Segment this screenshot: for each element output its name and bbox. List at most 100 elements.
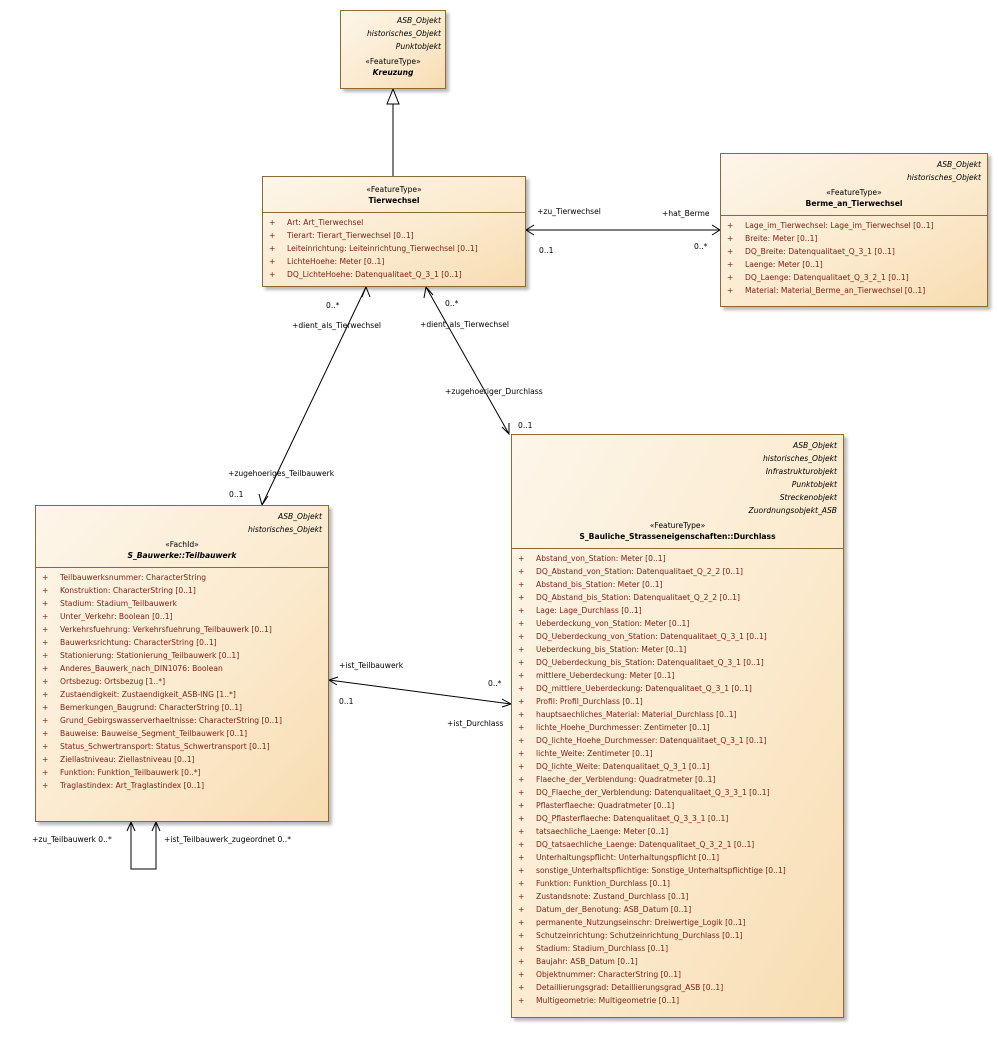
tag: ASB_Objekt — [793, 441, 837, 450]
attribute-text: DQ_mittlere_Ueberdeckung: Datenqualitaet… — [536, 684, 752, 693]
class-stereotype: «FeatureType» — [366, 185, 422, 194]
attribute-row: +Lage_im_Tierwechsel: Lage_im_Tierwechse… — [727, 219, 981, 232]
visibility-public-icon: + — [42, 612, 49, 621]
attribute-text: Ortsbezug: Ortsbezug [1..*] — [60, 677, 166, 686]
attribute-row: +Objektnummer: CharacterString [0..1] — [518, 968, 837, 981]
class-name: Tierwechsel — [368, 196, 420, 205]
attribute-text: Abstand_bis_Station: Meter [0..1] — [536, 580, 663, 589]
attribute-row: +DQ_lichte_Weite: Datenqualitaet_Q_3_1 [… — [518, 760, 837, 773]
attribute-row: +hauptsaechliches_Material: Material_Dur… — [518, 708, 837, 721]
class-stereotype: «FeatureType» — [365, 57, 421, 66]
multiplicity: 0..* — [445, 299, 459, 308]
attribute-row: +Baujahr: ASB_Datum [0..1] — [518, 955, 837, 968]
attribute-text: Unter_Verkehr: Boolean [0..1] — [60, 612, 173, 621]
attribute-text: Multigeometrie: Multigeometrie [0..1] — [536, 996, 680, 1005]
visibility-public-icon: + — [518, 788, 525, 797]
attribute-row: +Verkehrsfuehrung: Verkehrsfuehrung_Teil… — [42, 623, 322, 636]
attribute-text: DQ_Laenge: Datenqualitaet_Q_3_2_1 [0..1] — [745, 273, 909, 282]
attribute-text: Verkehrsfuehrung: Verkehrsfuehrung_Teilb… — [60, 625, 272, 634]
arrowhead-to-durchlass — [501, 423, 510, 436]
visibility-public-icon: + — [518, 645, 525, 654]
attribute-row: +Ortsbezug: Ortsbezug [1..*] — [42, 675, 322, 688]
tag: ASB_Objekt — [937, 160, 981, 169]
visibility-public-icon: + — [269, 270, 276, 279]
role-hat-berme: +hat_Berme — [662, 209, 710, 218]
attribute-row: +Funktion: Funktion_Durchlass [0..1] — [518, 877, 837, 890]
tag: ASB_Objekt — [397, 16, 441, 25]
tag: historisches_Objekt — [762, 454, 837, 463]
visibility-public-icon: + — [518, 658, 525, 667]
tag: Streckenobjekt — [779, 493, 837, 502]
class-name: Berme_an_Tierwechsel — [805, 199, 903, 208]
attribute-text: Stadium: Stadium_Teilbauwerk — [60, 599, 177, 608]
visibility-public-icon: + — [269, 257, 276, 266]
class-name: Kreuzung — [372, 68, 414, 77]
arrowhead-to-tierwechsel-2 — [423, 285, 434, 299]
attribute-text: Baujahr: ASB_Datum [0..1] — [536, 957, 638, 966]
class-durchlass[interactable]: ASB_Objekt historisches_Objekt Infrastru… — [511, 434, 844, 1018]
visibility-public-icon: + — [727, 260, 734, 269]
attribute-text: Ziellastniveau: Ziellastniveau [0..1] — [60, 755, 195, 764]
class-berme-an-tierwechsel[interactable]: ASB_Objekt historisches_Objekt «FeatureT… — [720, 153, 988, 307]
visibility-public-icon: + — [42, 573, 49, 582]
attribute-row: + DQ_Ueberdeckung_bis_Station: Datenquali… — [518, 656, 837, 669]
visibility-public-icon: + — [518, 775, 525, 784]
attribute-row: +DQ_Abstand_von_Station: Datenqualitaet_… — [518, 565, 837, 578]
attribute-text: DQ_Ueberdeckung_bis_Station: Datenqualit… — [536, 658, 764, 667]
visibility-public-icon: + — [518, 840, 525, 849]
attribute-text: lichte_Hoehe_Durchmesser: Zentimeter [0.… — [536, 723, 710, 732]
attribute-row: + Pflasterflaeche: Quadratmeter [0..1] — [518, 799, 837, 812]
visibility-public-icon: + — [518, 801, 525, 810]
attribute-row: +DQ_lichte_Hoehe_Durchmesser: Datenquali… — [518, 734, 837, 747]
attribute-row: +Detaillierungsgrad: Detaillierungsgrad_… — [518, 981, 837, 994]
class-tierwechsel[interactable]: «FeatureType» Tierwechsel +Art: Art_Tier… — [262, 176, 526, 287]
role-dient-als-tierwechsel: +dient_als_Tierwechsel — [420, 320, 509, 329]
attribute-row: + Ziellastniveau: Ziellastniveau [0..1] — [42, 753, 322, 766]
multiplicity: 0..1 — [229, 490, 244, 499]
attribute-row: +Funktion: Funktion_Teilbauwerk [0..*] — [42, 766, 322, 779]
attribute-row: +Multigeometrie: Multigeometrie [0..1] — [518, 994, 837, 1007]
attribute-row: +DQ_Breite: Datenqualitaet_Q_3_1 [0..1] — [727, 245, 981, 258]
attribute-row: +mittlere_Ueberdeckung: Meter [0..1] — [518, 669, 837, 682]
attribute-text: sonstige_Unterhaltspflichtige: Sonstige_… — [536, 866, 786, 875]
attribute-row: +lichte_Weite: Zentimeter [0..1] — [518, 747, 837, 760]
attribute-text: Bemerkungen_Baugrund: CharacterString [0… — [60, 703, 242, 712]
attribute-row: +Flaeche_der_Verblendung: Quadratmeter [… — [518, 773, 837, 786]
visibility-public-icon: + — [518, 736, 525, 745]
attribute-row: +Ueberdeckung_bis_Station: Meter [0..1] — [518, 643, 837, 656]
multiplicity: 0..* — [326, 301, 340, 310]
attribute-text: Art: Art_Tierwechsel — [287, 218, 364, 227]
visibility-public-icon: + — [518, 983, 525, 992]
attribute-text: Schutzeinrichtung: Schutzeinrichtung_Dur… — [536, 931, 743, 940]
attribute-row: +Teilbauwerksnummer: CharacterString — [42, 571, 322, 584]
attribute-list: +Art: Art_Tierwechsel+Tierart: Tierart_T… — [263, 213, 525, 284]
visibility-public-icon: + — [518, 853, 525, 862]
visibility-public-icon: + — [518, 554, 525, 563]
self-arrowhead-left — [126, 820, 136, 832]
attribute-text: DQ_Breite: Datenqualitaet_Q_3_1 [0..1] — [745, 247, 895, 256]
class-teilbauwerk[interactable]: ASB_Objekt historisches_Objekt «FachId» … — [35, 505, 329, 822]
visibility-public-icon: + — [42, 755, 49, 764]
attribute-text: DQ_LichteHoehe: Datenqualitaet_Q_3_1 [0.… — [287, 270, 462, 279]
visibility-public-icon: + — [42, 690, 49, 699]
attribute-text: Pflasterflaeche: Quadratmeter [0..1] — [536, 801, 675, 810]
arrowhead-to-teilbauwerk-2 — [327, 676, 339, 686]
visibility-public-icon: + — [42, 716, 49, 725]
attribute-text: Anderes_Bauwerk_nach_DIN1076: Boolean — [60, 664, 223, 673]
attribute-row: +LichteHoehe: Meter [0..1] — [269, 255, 519, 268]
visibility-public-icon: + — [42, 664, 49, 673]
tag: historisches_Objekt — [247, 525, 322, 534]
tag: ASB_Objekt — [278, 512, 322, 521]
attribute-row: +Art: Art_Tierwechsel — [269, 216, 519, 229]
visibility-public-icon: + — [518, 671, 525, 680]
visibility-public-icon: + — [518, 944, 525, 953]
attribute-text: Stadium: Stadium_Durchlass [0..1] — [536, 944, 669, 953]
self-association-teilbauwerk — [130, 822, 157, 870]
tag: Zuordnungsobjekt_ASB — [748, 506, 837, 515]
attribute-row: +Stadium: Stadium_Teilbauwerk — [42, 597, 322, 610]
attribute-row: + Anderes_Bauwerk_nach_DIN1076: Boolean — [42, 662, 322, 675]
class-kreuzung[interactable]: ASB_Objekt historisches_Objekt Punktobje… — [340, 10, 446, 89]
class-stereotype: «FeatureType» — [826, 188, 882, 197]
arrowhead-to-tierwechsel-1 — [361, 285, 371, 298]
attribute-text: Zustandsnote: Zustand_Durchlass [0..1] — [536, 892, 689, 901]
